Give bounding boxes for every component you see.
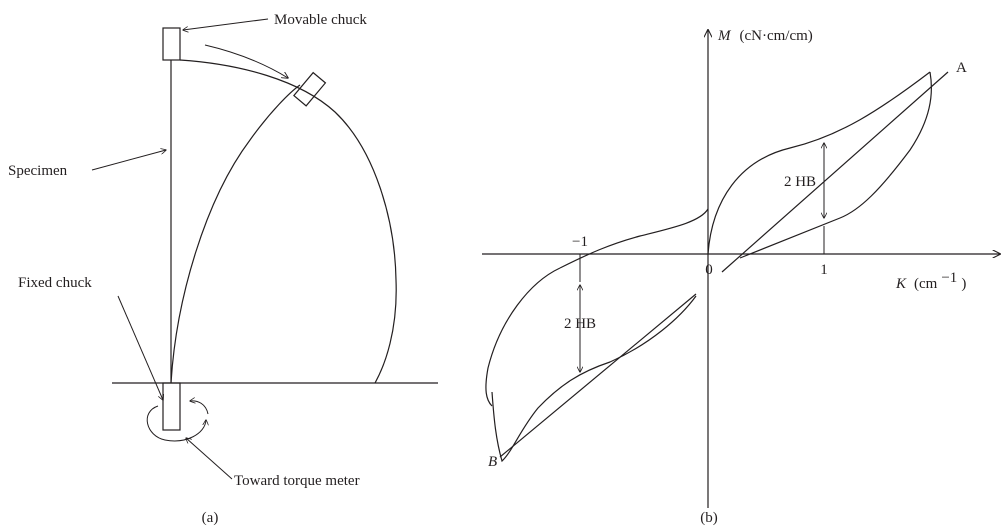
panel-b: −1 0 1 M (cN·cm/cm) K (cm −1 ) 2 HB: [482, 27, 1000, 526]
hb-label-upper: 2 HB: [784, 174, 816, 190]
y-axis-label: M (cN·cm/cm): [717, 27, 813, 44]
tick-label-neg1: −1: [572, 234, 588, 250]
reference-line-lower: [499, 293, 697, 458]
specimen-outer-arc: [179, 59, 397, 384]
tick-label-0: 0: [705, 262, 713, 278]
x-axis-symbol: K: [895, 276, 907, 292]
torque-meter-pointer: [186, 438, 233, 480]
fixed-chuck: [162, 382, 181, 431]
loop-upper-left: [559, 208, 709, 269]
point-a-label: A: [956, 60, 967, 76]
hb-label-lower: 2 HB: [564, 316, 596, 332]
specimen-label: Specimen: [8, 163, 68, 179]
movable-chuck-pointer: [183, 18, 269, 30]
x-axis-label: K (cm −1 ): [895, 269, 966, 292]
y-axis-symbol: M: [717, 28, 732, 44]
point-b-label: B: [488, 454, 497, 470]
rotation-arrow: [204, 44, 288, 78]
loop-bottom-tip: [491, 295, 697, 463]
panel-a: Movable chuck Specimen Fixed chuck Towar…: [8, 12, 438, 526]
reference-line-upper: [721, 71, 949, 273]
toward-torque-meter-label: Toward torque meter: [234, 473, 360, 489]
movable-chuck-top: [162, 27, 181, 61]
tick-label-1: 1: [820, 262, 828, 278]
movable-chuck-label: Movable chuck: [274, 12, 367, 28]
loop-right-return: [739, 71, 932, 259]
specimen-pointer: [91, 150, 166, 171]
x-axis-unit-close: ): [961, 276, 966, 292]
fixed-chuck-pointer: [117, 295, 163, 400]
x-axis-unit-exp: −1: [941, 270, 957, 286]
bent-specimen-curve: [170, 84, 301, 384]
loop-upper-branch: [707, 71, 931, 255]
torque-arrow-left: [146, 405, 206, 442]
movable-chuck-rotated: [293, 71, 327, 107]
torque-arrow-right: [190, 401, 209, 415]
caption-a: (a): [202, 510, 219, 526]
x-axis-unit-open: (cm: [914, 276, 938, 292]
fixed-chuck-label: Fixed chuck: [18, 275, 92, 291]
caption-b: (b): [700, 510, 718, 526]
loop-lower-left: [485, 267, 561, 407]
y-axis-unit: (cN·cm/cm): [740, 28, 813, 44]
